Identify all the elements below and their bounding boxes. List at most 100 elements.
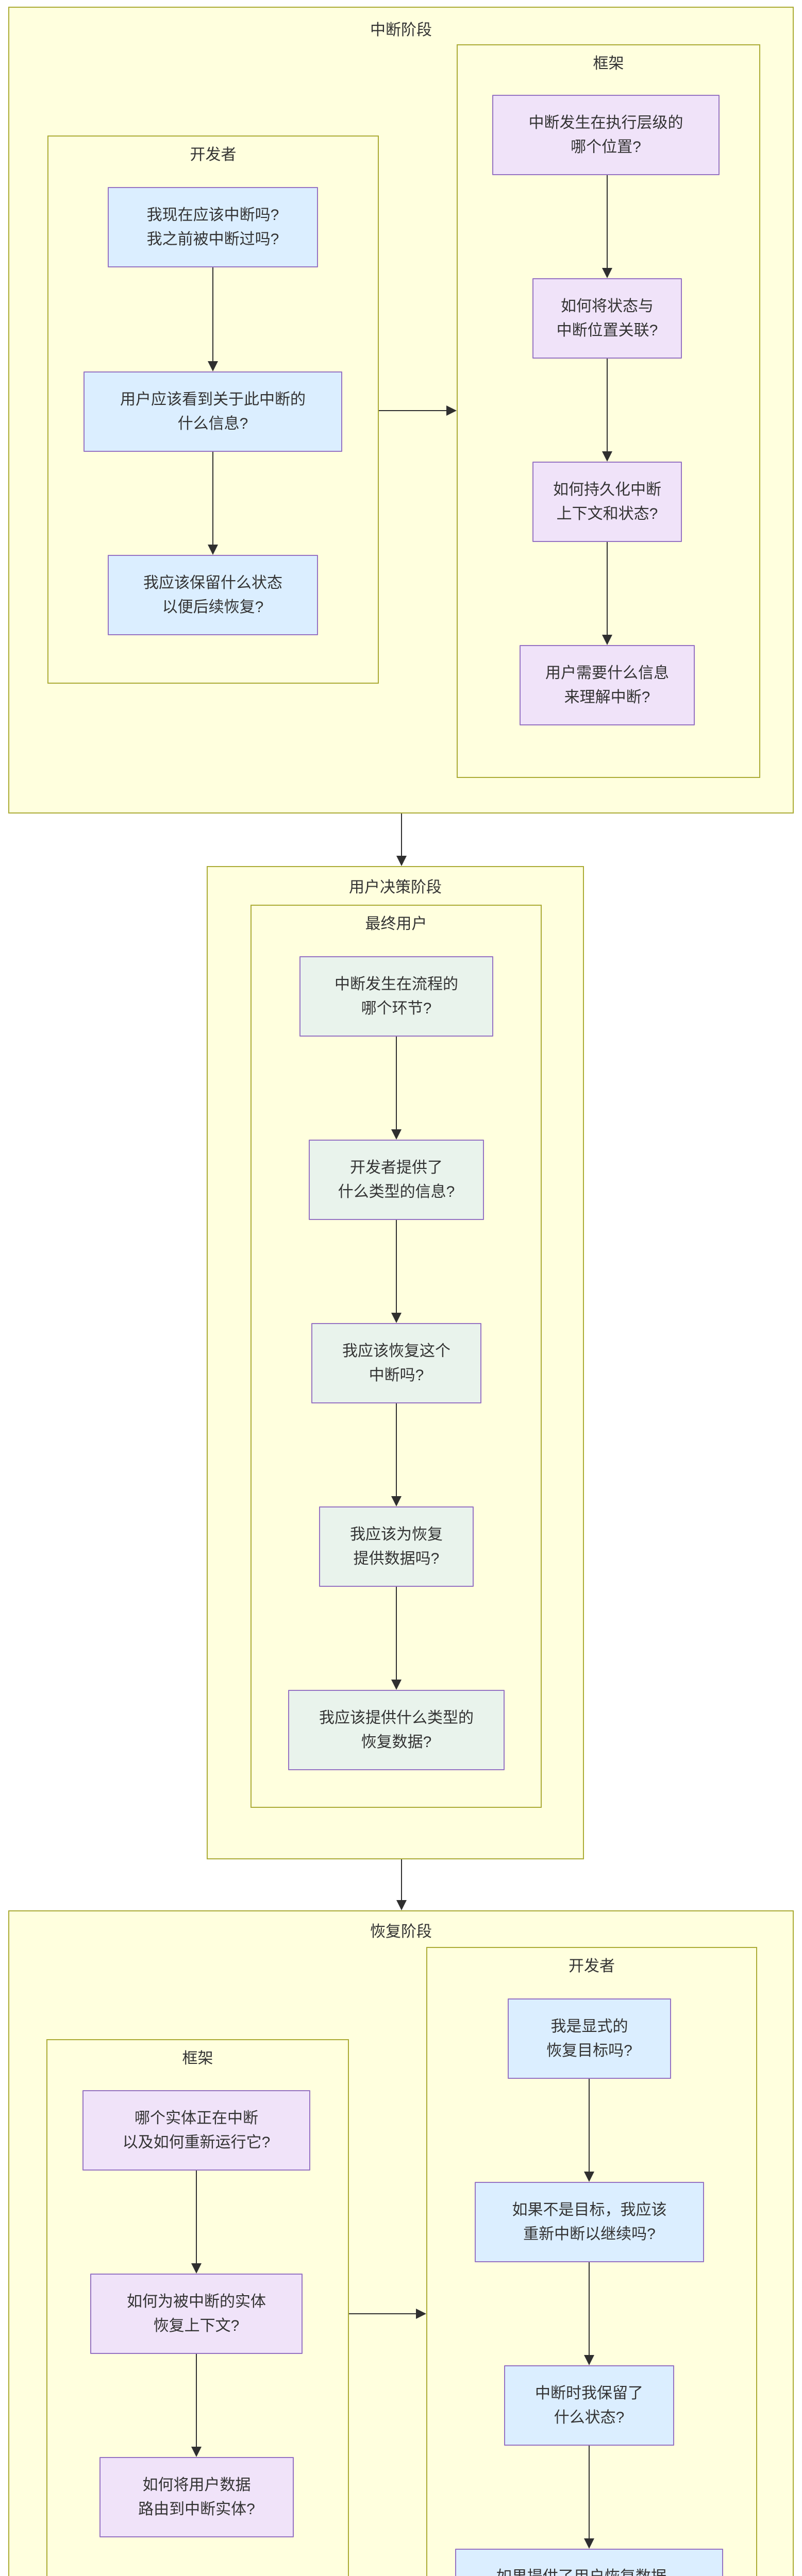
- phase-recovery-title: 恢复阶段: [370, 1923, 432, 1940]
- node-text-line: 中断位置关联?: [556, 322, 658, 339]
- node-text-line: 用户应该看到关于此中断的: [120, 391, 306, 408]
- node-text-line: 什么信息?: [177, 415, 248, 432]
- node-dev-should-i-interrupt: 我现在应该中断吗? 我之前被中断过吗?: [108, 187, 318, 267]
- arrow-fw3-fw4: [607, 542, 608, 635]
- arrowhead-fwr1-fwr2: [191, 2263, 202, 2274]
- arrow-dev2-dev3: [212, 452, 213, 545]
- arrow-phase2-phase3: [401, 1859, 402, 1900]
- node-fwr-route-user-data: 如何将用户数据 路由到中断实体?: [99, 2457, 294, 2537]
- node-user-what-resume-data: 我应该提供什么类型的 恢复数据?: [288, 1690, 505, 1770]
- arrowhead-user1-user2: [391, 1129, 402, 1140]
- node-text-line: 我是显式的: [550, 2018, 628, 2035]
- arrow-user1-user2: [396, 1037, 397, 1129]
- node-text-line: 提供数据吗?: [353, 1550, 440, 1567]
- arrowhead-phase2-phase3: [396, 1900, 407, 1910]
- arrow-fwr1-fwr2: [196, 2171, 197, 2263]
- node-devr-what-state-kept: 中断时我保留了 什么状态?: [504, 2365, 674, 2446]
- node-user-where-in-flow: 中断发生在流程的 哪个环节?: [299, 956, 493, 1037]
- arrow-user4-user5: [396, 1587, 397, 1680]
- node-text-line: 中断吗?: [369, 1367, 424, 1384]
- node-text-line: 什么状态?: [554, 2409, 625, 2426]
- node-dev-what-state-to-keep: 我应该保留什么状态 以便后续恢复?: [108, 555, 318, 635]
- node-fwr-which-entity: 哪个实体正在中断 以及如何重新运行它?: [82, 2090, 310, 2171]
- arrowhead-fw1-fw2: [602, 268, 612, 278]
- node-text-line: 恢复数据?: [361, 1734, 432, 1751]
- node-text-line: 哪个环节?: [361, 1000, 432, 1017]
- phase-interrupt-title: 中断阶段: [370, 22, 432, 39]
- node-text-line: 上下文和状态?: [556, 505, 658, 522]
- node-text-line: 如果提供了用户恢复数据，: [496, 2565, 682, 2576]
- node-text-line: 开发者提供了: [350, 1159, 443, 1176]
- node-text-line: 什么类型的信息?: [338, 1183, 455, 1200]
- node-text-line: 我应该保留什么状态: [143, 574, 282, 591]
- arrow-fw2-fw3: [607, 359, 608, 451]
- arrowhead-user4-user5: [391, 1680, 402, 1690]
- arrowhead-devr2-devr3: [584, 2355, 594, 2365]
- arrowhead-dev1-dev2: [208, 361, 218, 371]
- node-text-line: 恢复目标吗?: [546, 2042, 632, 2059]
- node-user-what-info-provided: 开发者提供了 什么类型的信息?: [309, 1140, 484, 1220]
- phase-decision-title: 用户决策阶段: [349, 879, 442, 896]
- subgraph-framework-recovery-title: 框架: [182, 2050, 213, 2067]
- arrow-developer-to-framework: [379, 410, 446, 411]
- arrowhead-fw2-fw3: [602, 451, 612, 462]
- node-fw-where-in-execution: 中断发生在执行层级的 哪个位置?: [492, 95, 720, 175]
- node-devr-explicit-target: 我是显式的 恢复目标吗?: [508, 1998, 671, 2079]
- node-user-provide-data: 我应该为恢复 提供数据吗?: [319, 1506, 474, 1587]
- arrowhead-fwr2-fwr3: [191, 2447, 202, 2457]
- arrowhead-devr3-devr4: [584, 2538, 594, 2549]
- arrow-user2-user3: [396, 1220, 397, 1313]
- node-user-should-resume: 我应该恢复这个 中断吗?: [311, 1323, 481, 1403]
- arrowhead-framework-to-developer: [416, 2309, 426, 2319]
- node-text-line: 恢复上下文?: [153, 2317, 240, 2334]
- node-text-line: 重新中断以继续吗?: [523, 2226, 656, 2243]
- node-text-line: 哪个位置?: [571, 139, 641, 156]
- arrow-phase1-phase2: [401, 814, 402, 856]
- node-text-line: 来理解中断?: [564, 689, 650, 706]
- subgraph-end-user-title: 最终用户: [365, 916, 427, 933]
- arrow-devr3-devr4: [589, 2446, 590, 2538]
- node-dev-what-info-user-sees: 用户应该看到关于此中断的 什么信息?: [83, 371, 342, 452]
- node-text-line: 哪个实体正在中断: [135, 2110, 258, 2127]
- node-text-line: 中断时我保留了: [535, 2385, 643, 2402]
- node-text-line: 如何将用户数据: [142, 2477, 251, 2494]
- node-fw-associate-state: 如何将状态与 中断位置关联?: [532, 278, 682, 359]
- node-text-line: 我应该提供什么类型的: [319, 1709, 474, 1726]
- node-text-line: 中断发生在执行层级的: [528, 114, 683, 131]
- arrowhead-user2-user3: [391, 1313, 402, 1323]
- node-text-line: 以及如何重新运行它?: [122, 2134, 271, 2151]
- node-fwr-restore-context: 如何为被中断的实体 恢复上下文?: [90, 2274, 303, 2354]
- node-fw-user-info-needed: 用户需要什么信息 来理解中断?: [520, 645, 695, 725]
- node-devr-reinterrupt: 如果不是目标，我应该 重新中断以继续吗?: [475, 2182, 704, 2262]
- node-text-line: 用户需要什么信息: [545, 665, 669, 682]
- subgraph-developer-interrupt-title: 开发者: [190, 146, 237, 163]
- arrow-fwr2-fwr3: [196, 2354, 197, 2447]
- node-text-line: 如何将状态与: [561, 298, 654, 315]
- subgraph-developer-recovery-title: 开发者: [569, 1958, 615, 1975]
- node-devr-handle-resume-data: 如果提供了用户恢复数据， 该如何处理?: [455, 2549, 723, 2576]
- node-text-line: 以便后续恢复?: [162, 599, 264, 616]
- node-text-line: 中断发生在流程的: [335, 976, 458, 993]
- node-text-line: 我应该恢复这个: [342, 1343, 450, 1360]
- arrow-dev1-dev2: [212, 267, 213, 361]
- node-text-line: 路由到中断实体?: [138, 2501, 255, 2518]
- arrowhead-developer-to-framework: [446, 405, 457, 416]
- node-fw-persist-context: 如何持久化中断 上下文和状态?: [532, 462, 682, 542]
- node-text-line: 我现在应该中断吗?: [146, 207, 279, 224]
- arrow-devr2-devr3: [589, 2262, 590, 2355]
- node-text-line: 我之前被中断过吗?: [146, 231, 279, 248]
- arrow-devr1-devr2: [589, 2079, 590, 2172]
- subgraph-framework-interrupt-title: 框架: [593, 55, 624, 72]
- node-text-line: 如何持久化中断: [553, 481, 661, 498]
- arrowhead-user3-user4: [391, 1496, 402, 1506]
- node-text-line: 如果不是目标，我应该: [512, 2201, 667, 2218]
- arrow-user3-user4: [396, 1403, 397, 1496]
- arrow-framework-to-developer: [349, 2313, 416, 2314]
- node-text-line: 如何为被中断的实体: [127, 2293, 266, 2310]
- arrowhead-phase1-phase2: [396, 856, 407, 866]
- arrowhead-devr1-devr2: [584, 2172, 594, 2182]
- arrowhead-fw3-fw4: [602, 635, 612, 645]
- arrowhead-dev2-dev3: [208, 545, 218, 555]
- arrow-fw1-fw2: [607, 175, 608, 268]
